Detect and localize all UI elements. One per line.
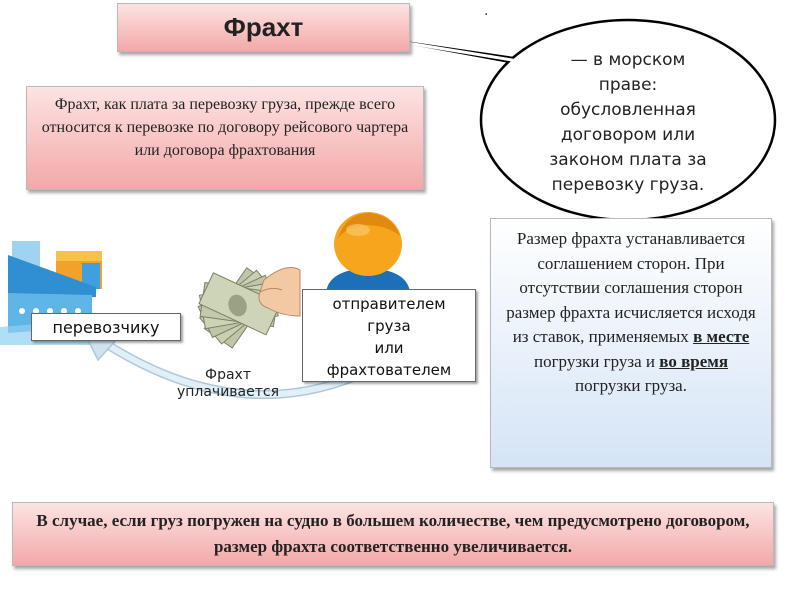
sender-line: отправителем [332,295,446,313]
size-text-3: погрузки груза. [575,376,687,395]
bubble-text: — в морском праве: обусловленная договор… [508,48,748,198]
size-text-1: Размер фрахта устанавливается соглашение… [506,229,756,346]
bubble-line: праве: [598,75,658,95]
bubble-line: законом плата за [549,150,707,170]
paid-caption-line: Фрахт [205,367,251,383]
note-text: В случае, если груз погружен на судно в … [36,511,750,556]
bubble-line: обусловленная [560,100,696,120]
sender-line: или [374,339,404,357]
sender-line: фрахтователем [326,361,452,379]
size-underlined-place: в месте [693,327,750,346]
bubble-line: — в морском [570,50,686,70]
sender-label: отправителем груза или фрахтователем [302,289,476,382]
page-title: Фрахт [223,12,304,42]
sender-line: груза [367,317,411,335]
paid-caption-line: уплачивается [176,384,280,400]
size-underlined-time: во время [659,351,729,371]
note-box: В случае, если груз погружен на судно в … [12,502,774,566]
size-text-2: погрузки груза и [533,351,660,371]
freight-size-box: Размер фрахта устанавливается соглашение… [490,218,772,468]
carrier-label: перевозчику [31,313,181,341]
dot-mark: · [484,7,489,23]
bubble-line: договором или [560,125,696,145]
definition-text: Фрахт, как плата за перевозку груза, пре… [41,96,409,159]
person-icon [326,212,410,293]
definition-box: Фрахт, как плата за перевозку груза, пре… [26,86,424,190]
bubble-line: перевозку груза. [551,175,705,195]
title-box: Фрахт [117,3,410,52]
money-hand-icon [197,267,301,349]
paid-caption: Фрахт уплачивается [158,367,298,401]
